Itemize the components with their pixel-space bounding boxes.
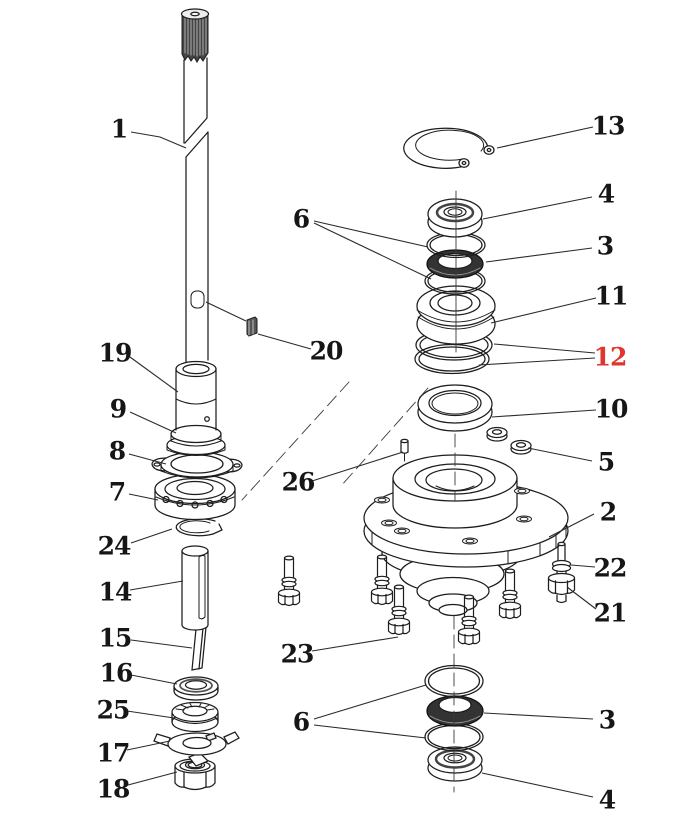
part-label-6-top: 6 — [293, 205, 310, 234]
part-label-10: 10 — [595, 395, 628, 424]
part-label-23: 23 — [281, 640, 314, 669]
leader-line-part-19 — [129, 356, 179, 393]
part-label-14: 14 — [99, 578, 132, 607]
part-21-hex-bolt-drawing — [547, 570, 576, 604]
center-lines — [241, 190, 457, 793]
part-label-8: 8 — [109, 437, 126, 466]
part-label-3-top: 3 — [597, 232, 613, 261]
leader-line-part-26 — [311, 451, 404, 482]
part-label-4-top: 4 — [598, 180, 615, 209]
leader-line-part-12-2 — [478, 357, 596, 366]
leader-line-part-22 — [570, 564, 596, 568]
leader-line-part-6-top-2 — [313, 222, 432, 280]
part-label-18: 18 — [97, 775, 130, 804]
part-17-lock-washer-drawing — [153, 731, 240, 767]
leader-line-part-24 — [130, 528, 173, 544]
leader-line-part-7 — [128, 493, 159, 501]
part-2-housing-drawing — [363, 454, 569, 617]
part-label-1: 1 — [111, 115, 127, 144]
part-label-21: 21 — [594, 599, 627, 628]
leader-line-part-6-top-1 — [313, 220, 429, 248]
part-label-15: 15 — [99, 624, 132, 653]
part-25-bearing-drawing — [171, 701, 219, 733]
leader-line-part-17 — [126, 740, 171, 751]
part-3-seal-lower-drawing — [426, 695, 484, 727]
leader-line-part-9 — [129, 411, 177, 434]
part-label-20: 20 — [310, 337, 343, 366]
part-label-7: 7 — [109, 478, 125, 507]
part-label-16: 16 — [100, 659, 133, 688]
leader-line-part-20-1 — [205, 301, 247, 322]
leader-line-part-20-2 — [257, 333, 312, 350]
part-label-4-bottom: 4 — [599, 786, 616, 815]
leader-line-part-2 — [548, 513, 595, 538]
part-label-22: 22 — [594, 554, 627, 583]
part-26-pin-drawing — [400, 438, 409, 462]
part-label-2: 2 — [600, 498, 616, 527]
leader-line-part-4-top — [482, 196, 593, 220]
leader-line-part-14 — [129, 580, 184, 591]
leader-line-part-5 — [527, 447, 593, 462]
part-9-collar-ring-drawing — [166, 424, 226, 456]
part-label-26: 26 — [282, 468, 315, 497]
part-5-washers-drawing — [486, 426, 532, 455]
part-label-3-bottom: 3 — [599, 706, 615, 735]
part-13-retaining-ring-drawing — [403, 127, 495, 169]
part-4-bearing-race-lower-drawing — [427, 746, 483, 782]
leader-line-part-6-bottom-2 — [313, 724, 427, 739]
part-label-24: 24 — [98, 532, 131, 561]
leader-line-part-25 — [126, 710, 175, 719]
part-14-shaft-piece-drawing — [181, 545, 209, 631]
part-16-washer-drawing — [173, 676, 219, 701]
leader-line-part-12-1 — [493, 343, 596, 354]
leader-line-part-18 — [127, 771, 178, 786]
part-4-bearing-race-upper-drawing — [427, 198, 483, 238]
part-label-17: 17 — [97, 739, 130, 768]
leader-line-part-3-bottom — [483, 712, 594, 720]
part-label-19: 19 — [99, 339, 132, 368]
leader-line-part-11 — [490, 297, 597, 324]
leader-line-part-23 — [311, 636, 399, 652]
part-label-5: 5 — [598, 448, 614, 477]
bolt-drawing — [277, 555, 301, 607]
leader-line-part-21 — [566, 586, 597, 610]
leader-line-part-10 — [491, 409, 597, 418]
leader-line-part-8 — [128, 453, 167, 465]
part-label-13: 13 — [592, 112, 625, 141]
part-10-seal-ring-drawing — [417, 384, 493, 432]
leader-line-part-16 — [130, 674, 178, 685]
leader-line-part-1 — [130, 131, 187, 149]
part-1-shaft-drawing — [180, 8, 210, 364]
leader-line-part-4-bottom — [481, 772, 594, 798]
leader-line-part-15 — [130, 639, 193, 649]
part-label-6-bottom: 6 — [293, 708, 310, 737]
part-label-11: 11 — [595, 282, 628, 311]
part-24-snap-ring-drawing — [175, 518, 223, 537]
leader-line-part-6-bottom-1 — [313, 684, 427, 720]
leader-line-part-3-top — [485, 247, 593, 263]
part-19-sleeve-drawing — [175, 360, 217, 431]
part-label-25: 25 — [97, 696, 130, 725]
part-label-12: 12 — [594, 343, 627, 372]
part-22-stud-washer-drawing — [551, 541, 572, 573]
leader-line-part-13 — [496, 126, 594, 149]
part-7-ball-bearing-drawing — [154, 473, 236, 521]
part-15-key-drawing — [191, 626, 207, 671]
part-label-9: 9 — [110, 395, 126, 424]
part-20-key-drawing — [246, 316, 258, 337]
